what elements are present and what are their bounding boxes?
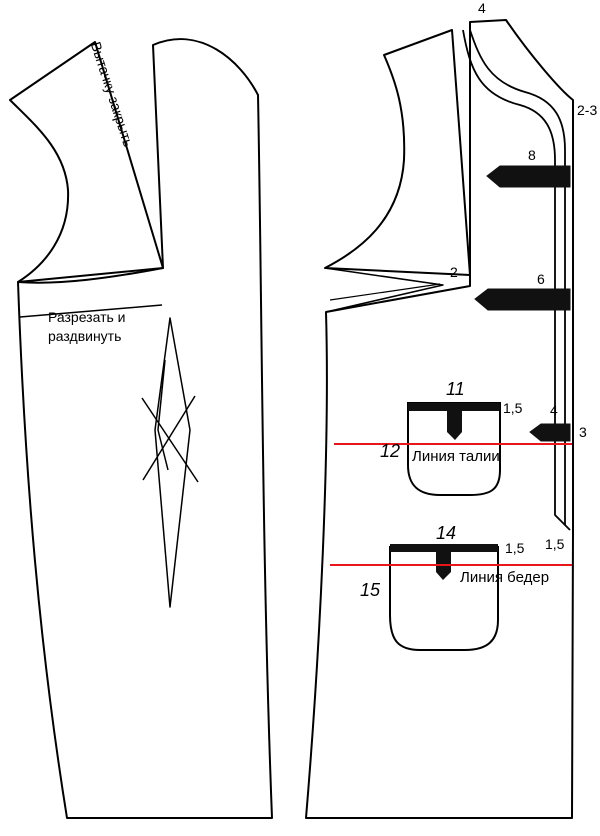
left-cut-line xyxy=(19,304,163,318)
point-12: 12 xyxy=(380,441,401,461)
right-front-outline xyxy=(305,19,574,819)
left-pattern-body xyxy=(17,38,273,819)
left-cross-a xyxy=(141,397,199,483)
upper-pocket xyxy=(407,402,501,496)
hip-line-label: Линия бедер xyxy=(460,569,550,586)
upper-pocket-flap xyxy=(408,403,500,411)
point-1-5-lower: 1,5 xyxy=(505,540,525,556)
facing-line-inner xyxy=(469,29,566,525)
point-6: 6 xyxy=(537,271,545,287)
left-dart-center xyxy=(157,359,169,471)
left-cross-b xyxy=(142,395,196,481)
upper-pocket-tab xyxy=(447,411,462,440)
marker-6 xyxy=(474,288,571,311)
right-dart-lines-inner xyxy=(329,283,441,301)
lower-pocket xyxy=(389,546,499,651)
point-4-top: 4 xyxy=(478,0,486,16)
point-3: 3 xyxy=(579,424,587,440)
marker-8 xyxy=(486,165,571,188)
point-1-5-edge: 1,5 xyxy=(545,536,565,552)
cut-note-line2: раздвинуть xyxy=(48,328,122,344)
point-2-3: 2-3 xyxy=(577,102,598,118)
point-14: 14 xyxy=(436,523,457,543)
point-2: 2 xyxy=(450,264,458,280)
point-1-5-upper: 1,5 xyxy=(503,400,523,416)
facing-line-outer xyxy=(462,29,571,531)
point-11: 11 xyxy=(446,379,465,399)
cut-note-line1: Разрезать и xyxy=(48,309,126,325)
left-pattern-outline xyxy=(9,41,164,284)
point-8: 8 xyxy=(528,147,536,163)
left-vertical-dart xyxy=(154,317,191,608)
lower-pocket-flap xyxy=(390,544,498,552)
point-15: 15 xyxy=(360,580,381,600)
marker-3 xyxy=(529,423,571,442)
point-4-mid: 4 xyxy=(550,402,558,418)
right-dart-lines xyxy=(324,267,444,313)
waist-line-label: Линия талии xyxy=(412,448,500,465)
right-shoulder-section xyxy=(324,29,471,276)
